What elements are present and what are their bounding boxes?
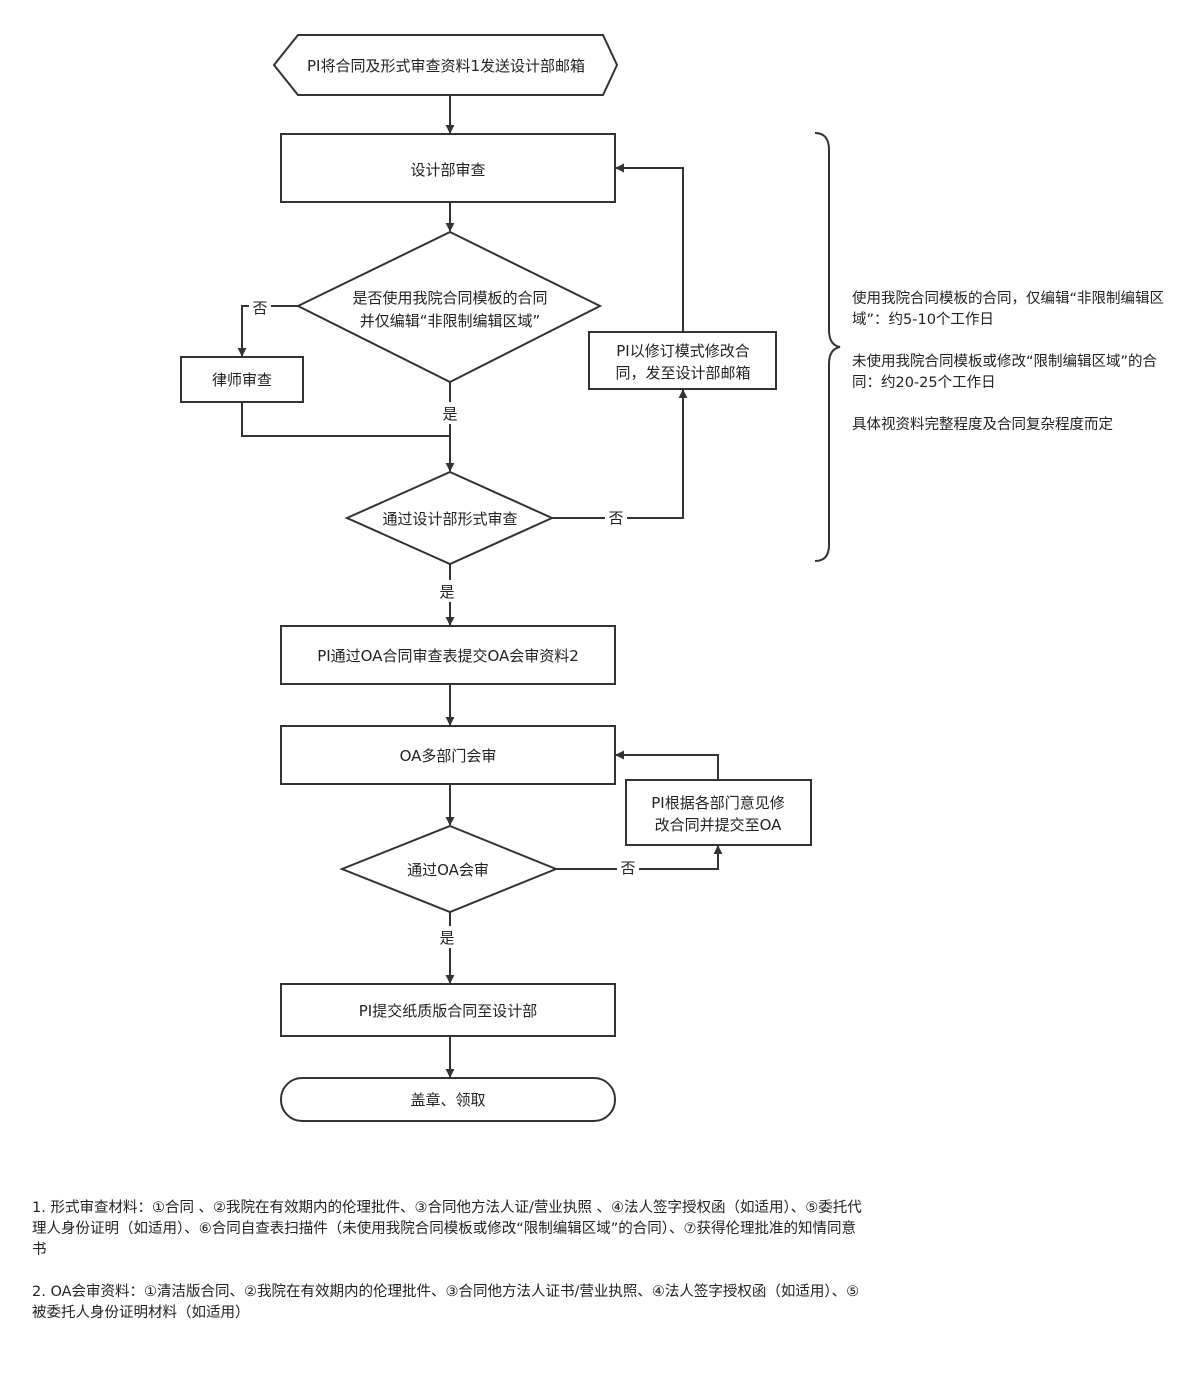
no-label-oa: 否 <box>620 859 635 877</box>
pi-revise-line1: PI以修订模式修改合 <box>616 342 749 360</box>
footnote-2: 2. OA会审资料：①清洁版合同、②我院在有效期内的伦理批件、③合同他方法人证书… <box>32 1284 860 1321</box>
no-label-template: 否 <box>252 299 267 317</box>
timeline-note-template: 使用我院合同模板的合同，仅编辑“非限制编辑区域”：约5-10个工作日 <box>852 291 1165 328</box>
oa-review-node <box>280 725 616 785</box>
dept-review-label: 设计部审查 <box>410 161 485 179</box>
arrow-revise-to-review <box>615 163 684 332</box>
timeline-note-dependency: 具体视资料完整程度及合同复杂程度而定 <box>852 417 1113 433</box>
arrow-modify-to-oa <box>615 750 719 780</box>
pi-paper-node <box>280 983 616 1037</box>
end-label: 盖章、领取 <box>410 1091 485 1109</box>
yes-label-template: 是 <box>442 405 457 423</box>
yes-label-oa: 是 <box>439 929 454 947</box>
pi-modify-oa-node <box>625 779 812 846</box>
arrow-oa-no <box>556 845 723 870</box>
start-label: PI将合同及形式审查资料1发送设计部邮箱 <box>307 57 585 75</box>
no-label-formal: 否 <box>608 509 623 527</box>
template-decision-line1: 是否使用我院合同模板的合同 <box>352 289 547 307</box>
end-node <box>280 1077 616 1122</box>
timeline-note-nontemplate: 未使用我院合同模板或修改“限制编辑区域”的合同：约20-25个工作日 <box>852 354 1158 391</box>
oa-review-label: OA多部门会审 <box>400 747 497 765</box>
timeline-note: 使用我院合同模板的合同，仅编辑“非限制编辑区域”：约5-10个工作日 未使用我院… <box>852 289 1172 457</box>
flowchart: PI将合同及形式审查资料1发送设计部邮箱 设计部审查 是否使用我院合同模板的合同… <box>180 34 841 1122</box>
formal-decision-label: 通过设计部形式审查 <box>382 510 517 528</box>
template-decision-line2: 并仅编辑“非限制编辑区域” <box>360 312 541 330</box>
pi-revise-line2: 同，发至设计部邮箱 <box>615 364 750 382</box>
yes-label-formal: 是 <box>439 583 454 601</box>
template-decision-node <box>295 230 603 384</box>
pi-paper-label: PI提交纸质版合同至设计部 <box>359 1002 537 1020</box>
lawyer-review-label: 律师审查 <box>212 371 272 389</box>
start-node <box>272 34 619 96</box>
pi-modify-oa-line2: 改合同并提交至OA <box>655 816 783 834</box>
pi-modify-oa-line1: PI根据各部门意见修 <box>651 794 784 812</box>
arrow-formal-no <box>552 389 688 519</box>
pi-submit-oa-label: PI通过OA合同审查表提交OA会审资料2 <box>317 647 579 665</box>
oa-decision-label: 通过OA会审 <box>407 861 489 879</box>
curly-brace <box>814 132 841 562</box>
dept-review-node <box>280 133 616 203</box>
arrow-no-to-lawyer <box>237 305 298 357</box>
footnote-1: 1. 形式审查材料：①合同 、②我院在有效期内的伦理批件、③合同他方法人证/营业… <box>32 1200 862 1258</box>
line-lawyer-merge <box>241 402 450 437</box>
pi-submit-oa-node <box>280 625 616 685</box>
